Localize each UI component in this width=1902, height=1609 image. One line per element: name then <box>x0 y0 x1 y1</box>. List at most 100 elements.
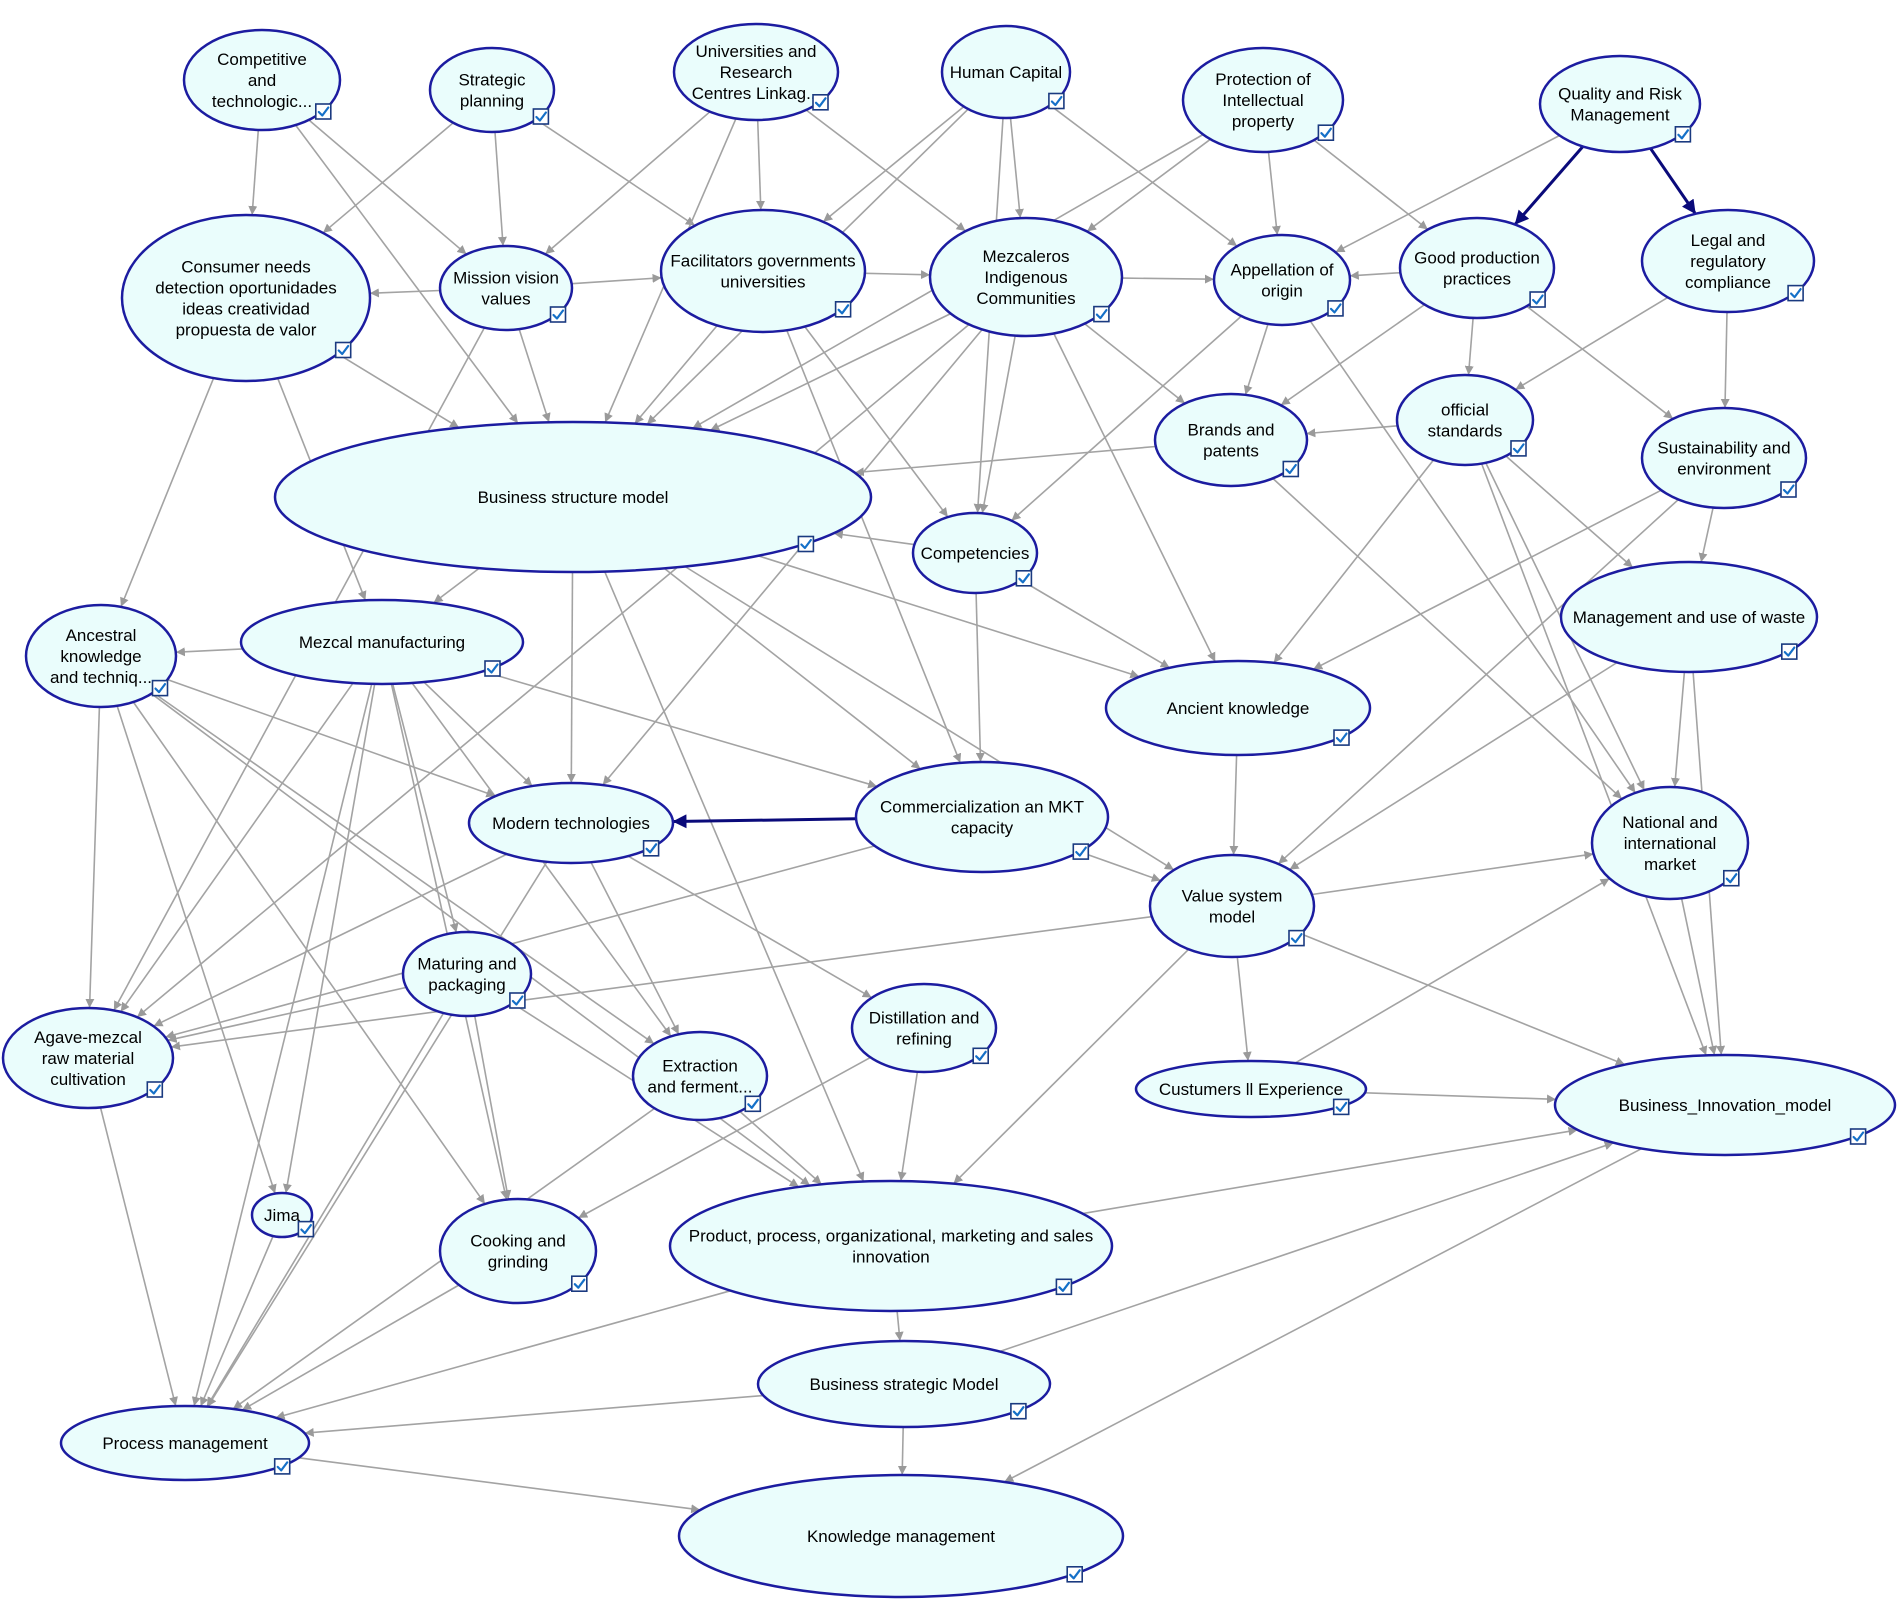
checkbox-icon[interactable] <box>744 1095 762 1113</box>
node-ellipse[interactable] <box>1148 853 1316 959</box>
node-product-innovation[interactable]: Product, process, organizational, market… <box>668 1179 1114 1313</box>
node-ellipse[interactable] <box>659 208 867 334</box>
checkbox-icon[interactable] <box>1332 1098 1350 1116</box>
node-mezcal-manufacturing[interactable]: Mezcal manufacturing <box>239 598 525 686</box>
checkbox-icon[interactable] <box>1093 305 1110 323</box>
checkbox-icon[interactable] <box>549 306 567 323</box>
checkbox-icon[interactable] <box>1288 929 1305 947</box>
node-ellipse[interactable] <box>1104 659 1372 757</box>
checkbox-icon[interactable] <box>1529 291 1546 308</box>
checkbox-icon[interactable] <box>484 660 501 677</box>
node-knowledge-management[interactable]: Knowledge management <box>677 1473 1125 1599</box>
checkbox-icon[interactable] <box>1333 729 1350 746</box>
checkbox-icon[interactable] <box>1317 124 1335 141</box>
node-ellipse[interactable] <box>1395 373 1535 467</box>
node-ancient-knowledge[interactable]: Ancient knowledge <box>1104 659 1372 757</box>
node-ellipse[interactable] <box>273 420 873 574</box>
node-competitive[interactable]: Competitiveandtechnologic... <box>182 28 342 132</box>
node-business-strategic[interactable]: Business strategic Model <box>756 1339 1052 1429</box>
checkbox-icon[interactable] <box>1066 1566 1083 1583</box>
node-ellipse[interactable] <box>401 930 533 1018</box>
checkbox-icon[interactable] <box>1723 869 1740 887</box>
checkbox-icon[interactable] <box>1010 1402 1027 1420</box>
checkbox-icon[interactable] <box>1849 1128 1867 1145</box>
checkbox-icon[interactable] <box>151 679 169 697</box>
checkbox-icon[interactable] <box>1048 92 1065 110</box>
checkbox-icon[interactable] <box>642 839 660 857</box>
checkbox-icon[interactable] <box>509 992 526 1009</box>
node-modern-tech[interactable]: Modern technologies <box>467 781 675 865</box>
node-ellipse[interactable] <box>940 24 1072 120</box>
checkbox-icon[interactable] <box>1510 440 1527 457</box>
checkbox-icon[interactable] <box>1780 481 1797 498</box>
node-business-innovation[interactable]: Business_Innovation_model <box>1553 1053 1897 1157</box>
node-ellipse[interactable] <box>672 22 840 122</box>
node-ellipse[interactable] <box>850 982 998 1074</box>
node-ellipse[interactable] <box>1134 1059 1368 1119</box>
node-ellipse[interactable] <box>438 244 574 332</box>
node-ellipse[interactable] <box>438 1197 598 1305</box>
checkbox-icon[interactable] <box>1674 126 1692 143</box>
node-ellipse[interactable] <box>668 1179 1114 1313</box>
checkbox-icon[interactable] <box>314 103 332 120</box>
checkbox-icon[interactable] <box>1282 460 1300 478</box>
node-ellipse[interactable] <box>1 1006 175 1110</box>
node-ellipse[interactable] <box>677 1473 1125 1599</box>
checkbox-icon[interactable] <box>812 94 829 111</box>
checkbox-icon[interactable] <box>1015 569 1033 587</box>
node-business-structure[interactable]: Business structure model <box>273 420 873 574</box>
node-process-management[interactable]: Process management <box>59 1404 311 1482</box>
node-ellipse[interactable] <box>631 1030 769 1122</box>
checkbox-icon[interactable] <box>1787 284 1804 302</box>
node-ellipse[interactable] <box>928 216 1124 338</box>
node-ellipse[interactable] <box>59 1404 311 1482</box>
checkbox-icon[interactable] <box>273 1458 291 1475</box>
node-ellipse[interactable] <box>756 1339 1052 1429</box>
node-ellipse[interactable] <box>239 598 525 686</box>
node-ellipse[interactable] <box>1212 233 1352 327</box>
node-ellipse[interactable] <box>1181 46 1345 154</box>
node-ellipse[interactable] <box>1398 216 1556 320</box>
node-ellipse[interactable] <box>911 511 1039 595</box>
node-ellipse[interactable] <box>467 781 675 865</box>
node-ellipse[interactable] <box>854 760 1110 874</box>
node-ellipse[interactable] <box>1559 560 1819 674</box>
checkbox-icon[interactable] <box>334 341 352 359</box>
checkbox-icon[interactable] <box>146 1081 164 1098</box>
node-ellipse[interactable] <box>1640 406 1808 510</box>
checkbox-icon[interactable] <box>1072 843 1090 860</box>
checkbox-icon[interactable] <box>570 1275 588 1292</box>
checkbox-icon[interactable] <box>297 1220 315 1238</box>
checkbox-icon[interactable] <box>532 108 550 125</box>
checkbox-icon[interactable] <box>1781 643 1798 660</box>
checkbox-icon[interactable] <box>1055 1278 1073 1296</box>
checkbox-icon[interactable] <box>834 300 852 318</box>
node-human-capital[interactable]: Human Capital <box>940 24 1072 120</box>
node-ellipse[interactable] <box>24 603 178 709</box>
checkbox-icon[interactable] <box>1327 300 1344 317</box>
node-ellipse[interactable] <box>428 46 556 134</box>
node-ellipse[interactable] <box>1640 208 1816 314</box>
